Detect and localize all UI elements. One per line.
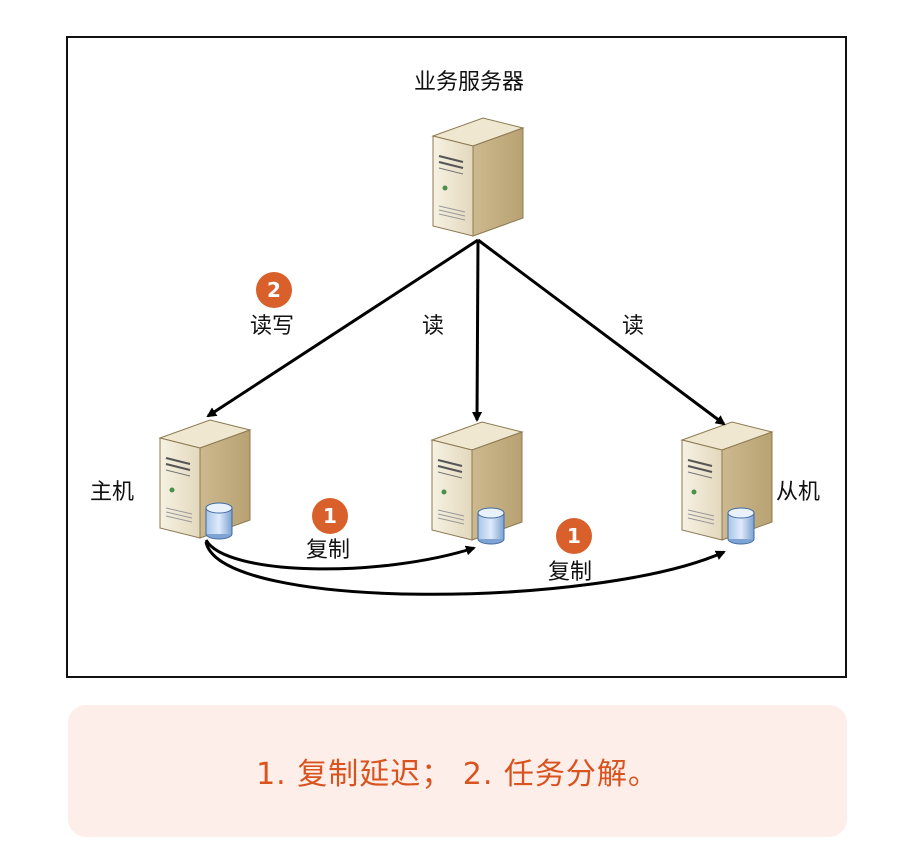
slave-right-database-icon [727,507,755,545]
slave-server-right-icon [681,421,773,541]
master-label: 主机 [90,480,135,505]
read-right-arrow [477,238,726,426]
replicate-2-label: 复制 [548,560,593,585]
master-server-icon [159,419,251,539]
read-right-label: 读 [622,314,645,339]
summary-note: 1. 复制延迟； 2. 任务分解。 [68,705,847,837]
summary-note-text: 1. 复制延迟； 2. 任务分解。 [256,757,659,792]
read-write-label: 读写 [250,314,295,339]
replicate-2-step-badge: 1 [556,518,592,554]
read-mid-label: 读 [422,314,445,339]
replicate-arrow-right [204,541,726,596]
master-database-icon [205,502,233,540]
read-write-arrow [206,238,479,418]
slave-server-mid-icon [431,421,523,541]
slave-label: 从机 [776,480,821,505]
read-mid-arrow [472,239,483,422]
replicate-1-label: 复制 [306,538,351,563]
slave-mid-database-icon [477,507,505,545]
business-server-label: 业务服务器 [414,70,525,95]
business-server-icon [432,117,524,237]
replicate-1-step-badge: 1 [312,498,348,534]
replicate-arrow-mid [204,539,476,571]
read-write-step-badge: 2 [256,272,292,308]
